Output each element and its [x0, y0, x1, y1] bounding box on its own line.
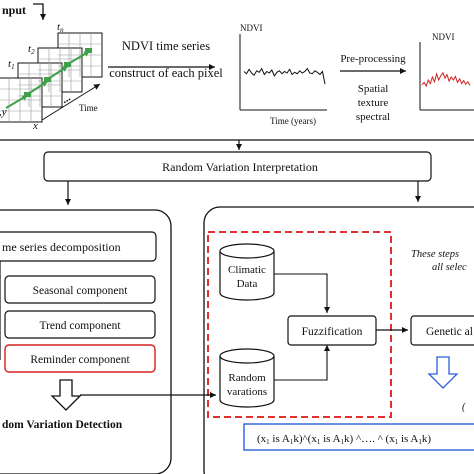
frame-grid — [0, 33, 102, 122]
genetic-label: Genetic al — [426, 326, 473, 338]
time-axis-arrow — [41, 83, 101, 121]
ndvi-chart-2: NDVI — [419, 32, 474, 111]
ndvi-series-subtitle: construct of each pixel — [109, 66, 223, 80]
dashed-highlight — [207, 231, 392, 418]
left-panel: me series decomposition Seasonal compone… — [0, 209, 172, 474]
label-tn: tn — [57, 21, 64, 34]
chart2-series-line — [421, 71, 471, 88]
chart1-series-line — [243, 67, 326, 85]
climatic-line1: Climatic — [228, 264, 266, 276]
label-time: Time — [79, 103, 98, 113]
label-t1: t1 — [8, 58, 15, 71]
climatic-data-store: Climatic Data — [219, 243, 275, 301]
rule-fragment: is A — [270, 433, 290, 445]
label-xy: ,y — [0, 106, 7, 118]
rvi-box — [43, 151, 432, 182]
rule-subscript: 1 — [395, 438, 399, 446]
genetic-box — [410, 315, 474, 346]
trend-label: Trend component — [39, 320, 121, 332]
rule-fragment: k) — [422, 433, 432, 445]
chart1-xlabel: Time (years) — [270, 116, 316, 126]
seasonal-label: Seasonal component — [33, 285, 129, 297]
random-to-fuzz-arrow — [274, 345, 330, 381]
input-label: nput — [2, 3, 26, 17]
detection-hollow-arrow — [50, 379, 82, 411]
ndvi-chart-1: NDVI Time (years) — [239, 23, 327, 126]
rule-subscript: 1 — [317, 438, 321, 446]
rule-fragment: is A — [398, 433, 418, 445]
fuzzification-label: Fuzzification — [302, 326, 363, 338]
rule-subscript: 1 — [418, 438, 422, 446]
input-arrow — [33, 3, 46, 20]
preprocessing-line1: Spatial — [358, 83, 389, 95]
label-x: x — [32, 120, 38, 132]
reminder-label: Reminder component — [30, 354, 130, 366]
rule-fragment: (x — [257, 433, 267, 445]
pixel-markers — [24, 48, 92, 97]
decomposition-box — [0, 231, 157, 262]
preprocessing-line3: spectral — [356, 111, 390, 123]
right-panel: Climatic Data Random varations Fuzzifica… — [203, 206, 474, 474]
rule-fragment: is A — [320, 433, 340, 445]
pixel-trace-arrows — [5, 50, 91, 109]
decomposition-label: me series decomposition — [2, 240, 121, 254]
genetic-hollow-arrow — [427, 356, 459, 389]
preprocessing-title: Pre-processing — [340, 53, 406, 65]
rule-subscript: 1 — [290, 438, 294, 446]
chart2-ylabel: NDVI — [432, 32, 455, 42]
trend-box — [4, 310, 156, 339]
rule-subscript: 1 — [266, 438, 270, 446]
seasonal-box — [4, 275, 156, 304]
detection-label: dom Variation Detection — [2, 419, 123, 431]
ndvi-series-title: NDVI time series — [122, 39, 210, 53]
note-line1: These steps — [411, 249, 459, 260]
reminder-box — [4, 344, 156, 373]
random-line1: Random — [228, 372, 266, 384]
note-line2: all selec — [432, 262, 467, 273]
rule-box — [243, 423, 474, 451]
rvi-label: Random Variation Interpretation — [162, 160, 318, 174]
preprocessing-line2: texture — [358, 97, 389, 109]
input-section: nput tn t2 t1 — [0, 3, 103, 132]
rule-fragment: k)^(x — [293, 433, 317, 445]
rule-fragment: k) ^…. ^ (x — [344, 433, 395, 445]
rule-subscript: 1 — [341, 438, 345, 446]
random-variations-store: Random varations — [219, 348, 275, 408]
random-line2: varations — [227, 386, 267, 398]
rule-text: (x1 is A1k)^(x1 is A1k) ^…. ^ (x1 is A1k… — [257, 433, 431, 446]
climatic-line2: Data — [237, 278, 258, 290]
partial-symbol: ( — [462, 402, 466, 413]
chart1-ylabel: NDVI — [240, 23, 263, 33]
climatic-to-fuzz-arrow — [274, 273, 330, 313]
label-t2: t2 — [28, 43, 35, 56]
